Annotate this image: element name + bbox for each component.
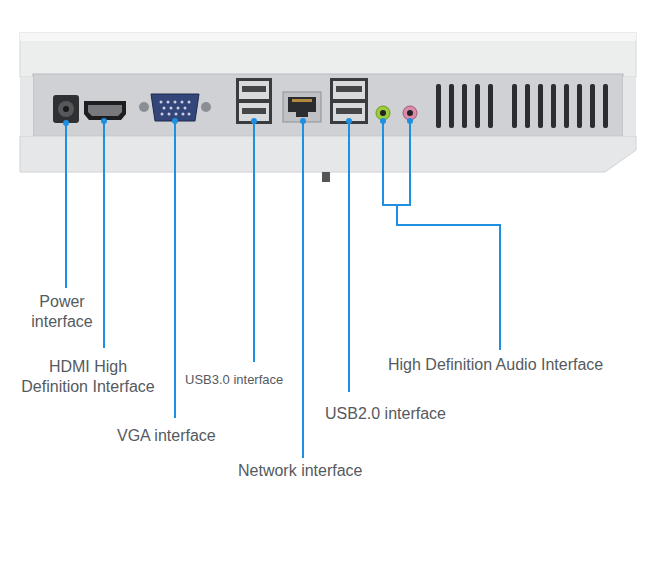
usb3-port <box>239 81 269 99</box>
network-port <box>283 92 321 122</box>
usb2-port <box>330 78 368 124</box>
port-label: VGA interface <box>117 426 216 446</box>
stand-foot <box>322 172 330 182</box>
vga-screw <box>201 102 211 112</box>
leader-dots <box>63 118 413 126</box>
power-jack <box>58 101 74 117</box>
port-label: HDMI High Definition Interface <box>18 357 158 397</box>
vga-port <box>151 94 199 121</box>
hdmi-port <box>84 101 126 120</box>
power-jack <box>53 95 79 123</box>
network-port <box>288 97 316 117</box>
device-side <box>20 77 33 136</box>
vent-slots <box>436 84 608 128</box>
device-top <box>20 33 636 77</box>
audio-jack <box>380 110 386 116</box>
port-label: Network interface <box>238 461 363 481</box>
hdmi-port <box>88 105 122 116</box>
vga-screw <box>139 102 149 112</box>
leader-lines <box>66 121 500 458</box>
device-lip <box>20 136 636 172</box>
port-label: USB3.0 interface <box>185 370 283 390</box>
port-label: Power interface <box>22 292 102 332</box>
audio-jack <box>376 106 390 120</box>
device-edge <box>20 33 636 41</box>
network-port <box>292 99 312 102</box>
port-label: High Definition Audio Interface <box>388 355 603 375</box>
usb3-port <box>242 108 266 114</box>
usb3-port <box>236 78 272 124</box>
audio-jack <box>403 106 417 120</box>
port-label: USB2.0 interface <box>325 404 446 424</box>
usb3-port <box>242 86 266 92</box>
port-recess <box>33 74 623 136</box>
audio-jack <box>407 110 413 116</box>
device-side <box>623 77 636 136</box>
vga-pins <box>160 101 191 116</box>
power-jack <box>63 106 69 112</box>
usb2-port <box>336 86 362 92</box>
usb2-port <box>336 108 362 114</box>
usb2-port <box>333 81 365 99</box>
